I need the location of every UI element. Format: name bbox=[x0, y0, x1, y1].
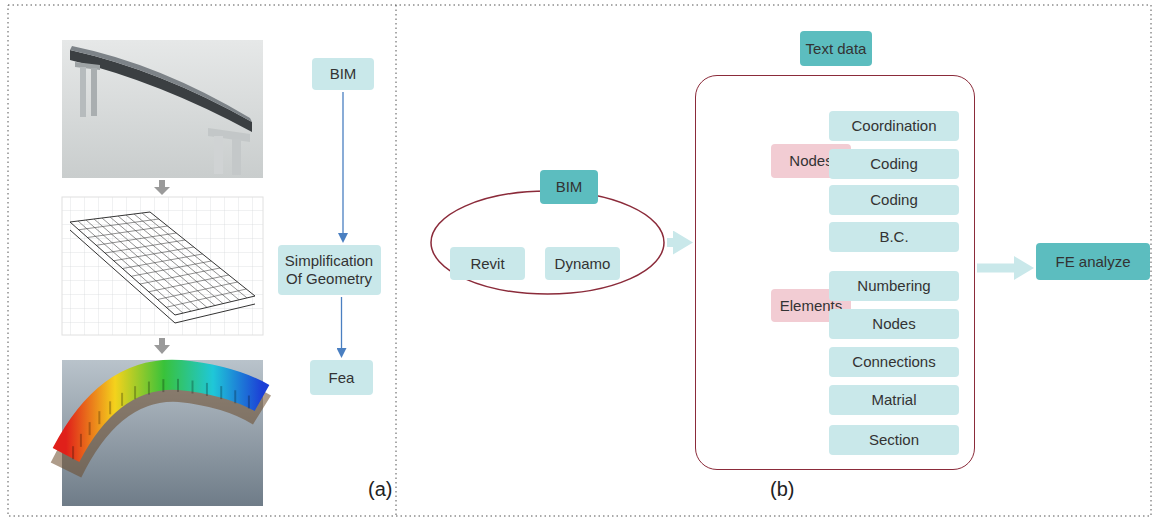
box-label: Connections bbox=[852, 353, 935, 371]
box-label: Nodes bbox=[789, 152, 832, 170]
beam-ribs bbox=[73, 379, 249, 459]
box-label: B.C. bbox=[879, 228, 908, 246]
box-label: BIM bbox=[330, 65, 357, 83]
box-label: Revit bbox=[470, 255, 504, 273]
ellipse-outline bbox=[431, 191, 664, 294]
pier-column bbox=[91, 68, 97, 116]
box-label: FE analyze bbox=[1055, 253, 1130, 271]
attribute-box: Coding bbox=[829, 185, 959, 215]
box-label: Coding bbox=[870, 155, 918, 173]
software-box: Dynamo bbox=[545, 247, 620, 280]
deck-top bbox=[70, 46, 252, 122]
beam-ribs bbox=[206, 383, 208, 396]
attribute-box: Section bbox=[829, 425, 959, 455]
mesh-lines bbox=[78, 213, 247, 313]
deck-outline bbox=[70, 230, 255, 323]
attribute-box: Numbering bbox=[829, 271, 959, 301]
box-label: Numbering bbox=[857, 277, 930, 295]
mesh-lines bbox=[123, 254, 203, 269]
flow-arrow bbox=[977, 264, 1014, 273]
bim-ellipse: BIMRevitDynamo bbox=[430, 190, 665, 295]
beam-ribs bbox=[134, 386, 136, 399]
step-arrows bbox=[154, 180, 170, 354]
panel-frames bbox=[8, 5, 1151, 516]
mesh-lines bbox=[118, 216, 223, 304]
beam-ribs bbox=[177, 379, 179, 392]
data-group: Text dataNodesCoordinationCodingCodingB.… bbox=[695, 75, 975, 470]
wireframe-ground bbox=[62, 197, 263, 335]
box-label: Section bbox=[869, 431, 919, 449]
beam-ribs bbox=[109, 401, 111, 414]
bridge-deck bbox=[70, 50, 252, 132]
attribute-box: Connections bbox=[829, 347, 959, 377]
mesh-lines bbox=[79, 219, 159, 230]
panel-label: (a) bbox=[368, 478, 392, 501]
mesh-lines bbox=[110, 217, 215, 306]
attribute-box: Coding bbox=[829, 149, 959, 179]
process-box: Simplification Of Geometry bbox=[278, 245, 381, 295]
pier-column bbox=[214, 136, 223, 174]
deck-outline bbox=[70, 212, 255, 315]
process-box: BIM bbox=[312, 58, 374, 90]
box-label: Nodes bbox=[872, 315, 915, 333]
flow-arrow bbox=[341, 297, 342, 348]
flow-arrow bbox=[342, 92, 343, 233]
mesh-lines bbox=[114, 247, 194, 261]
panel-divider bbox=[396, 5, 397, 516]
beam-ribs bbox=[162, 379, 164, 392]
wireframe-model bbox=[62, 197, 263, 335]
beam-ribs bbox=[234, 390, 236, 403]
mesh-lines bbox=[88, 226, 168, 238]
attribute-box: Matrial bbox=[829, 385, 959, 415]
box-label: Simplification Of Geometry bbox=[284, 252, 375, 288]
box-label: Coding bbox=[870, 191, 918, 209]
bridge-render bbox=[62, 40, 263, 178]
beam-ribs bbox=[121, 393, 123, 406]
mesh-lines bbox=[131, 261, 211, 276]
heading-tab: BIM bbox=[540, 170, 598, 204]
pier-column bbox=[232, 139, 241, 175]
fea-result bbox=[62, 360, 263, 506]
beam-ribs bbox=[80, 434, 82, 447]
beam-ribs bbox=[72, 446, 74, 459]
attribute-box: B.C. bbox=[829, 222, 959, 252]
mesh-lines bbox=[158, 282, 238, 300]
box-label: Fea bbox=[329, 369, 355, 387]
mesh-lines bbox=[140, 268, 220, 284]
render-ground bbox=[62, 40, 263, 178]
mesh-lines bbox=[105, 240, 185, 253]
heading-text: BIM bbox=[556, 178, 583, 196]
flow-arrow bbox=[667, 238, 673, 247]
attribute-box: Nodes bbox=[829, 309, 959, 339]
result-box: FE analyze bbox=[1036, 243, 1150, 280]
process-box: Fea bbox=[310, 360, 373, 395]
beam-ribs bbox=[148, 382, 150, 395]
software-box: Revit bbox=[450, 247, 525, 280]
beam-ribs bbox=[192, 380, 194, 393]
box-label: Dynamo bbox=[555, 255, 611, 273]
mesh-lines bbox=[166, 289, 246, 307]
step-arrow bbox=[154, 180, 170, 195]
box-label: Coordination bbox=[851, 117, 936, 135]
mesh-lines bbox=[102, 218, 207, 307]
beam-ribs bbox=[220, 386, 222, 399]
panel-label: (b) bbox=[770, 478, 794, 501]
heading-tab: Text data bbox=[800, 31, 873, 66]
fea-background bbox=[62, 360, 263, 506]
step-arrow bbox=[154, 338, 170, 354]
attribute-box: Coordination bbox=[829, 111, 959, 141]
beam-ribs bbox=[98, 411, 100, 424]
mesh-lines bbox=[149, 275, 229, 292]
pier-column bbox=[80, 67, 86, 117]
outer-frame bbox=[8, 5, 1151, 516]
beam-ribs bbox=[89, 422, 91, 435]
beam-ribs bbox=[248, 396, 250, 409]
heading-text: Text data bbox=[806, 40, 867, 58]
box-label: Matrial bbox=[871, 391, 916, 409]
deformed-beam bbox=[66, 375, 262, 455]
